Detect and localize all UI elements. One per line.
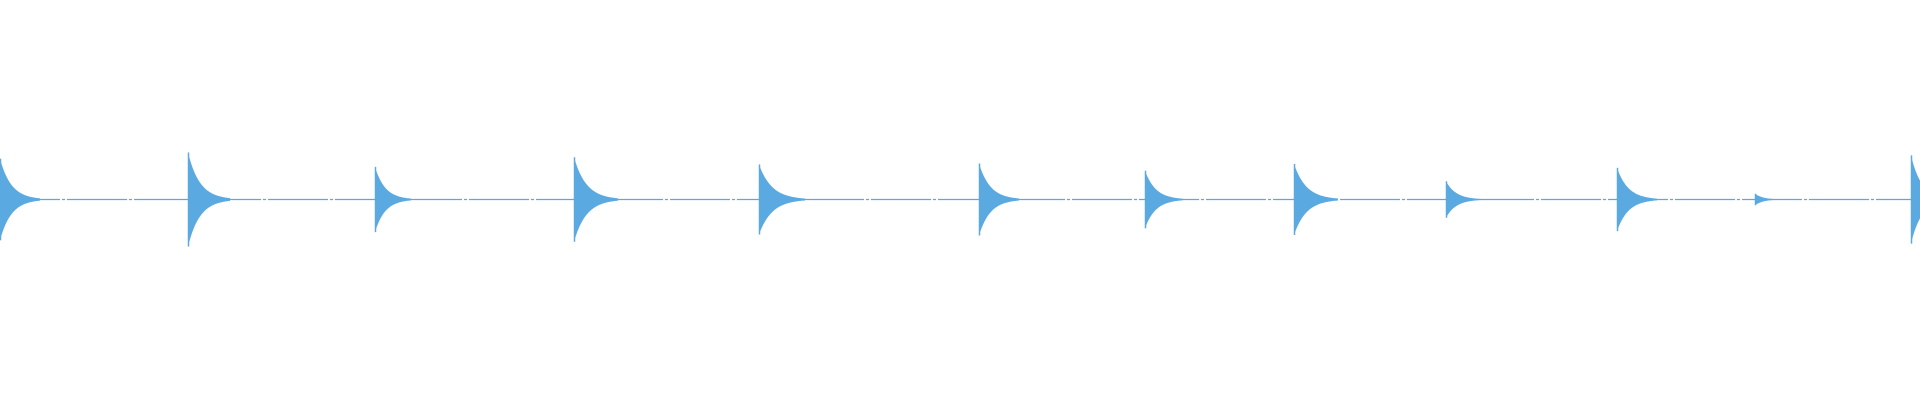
waveform-transients <box>0 152 1920 247</box>
waveform-transient <box>1755 193 1783 206</box>
waveform-transient <box>1294 163 1338 236</box>
waveform-transient <box>1446 181 1482 218</box>
waveform-transient <box>1145 170 1183 229</box>
waveform-transient <box>375 166 411 233</box>
waveform-transient <box>979 163 1019 236</box>
waveform-transient <box>188 152 230 247</box>
waveform-transient <box>0 158 40 241</box>
waveform-transient <box>1617 167 1657 232</box>
waveform-transient <box>574 157 618 242</box>
waveform-transient <box>759 164 805 235</box>
waveform-transient <box>1911 155 1920 244</box>
